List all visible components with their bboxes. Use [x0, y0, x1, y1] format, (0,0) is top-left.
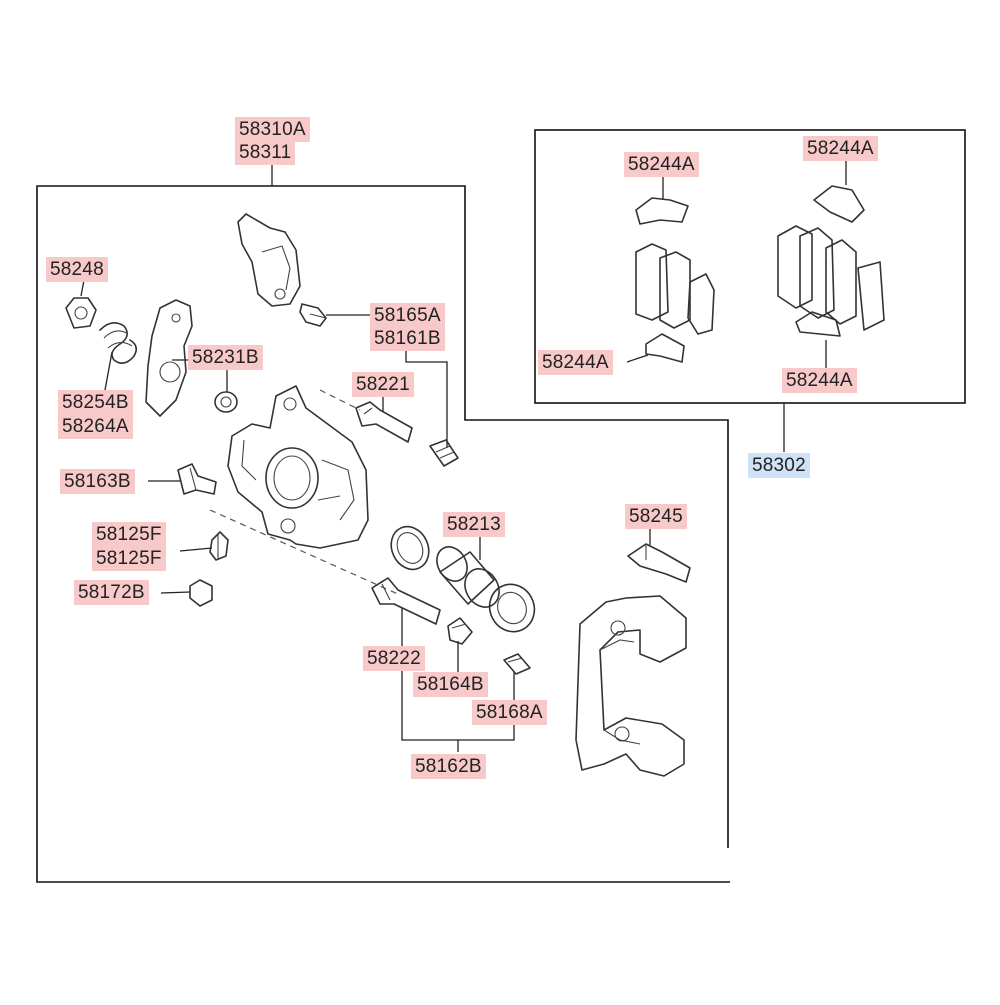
- lower-boot: [447, 617, 473, 645]
- lever-bolt: [299, 303, 327, 327]
- dust-boot: [488, 583, 536, 633]
- pad-kit-frame: [534, 129, 966, 404]
- pad-kit-left: [635, 197, 715, 363]
- lower-guide-pin: [371, 577, 441, 625]
- label-58222: 58222: [363, 646, 425, 671]
- label-58244A-top-right: 58244A: [803, 136, 878, 161]
- caliper-bolt: [177, 463, 217, 495]
- label-58244A-top-left: 58244A: [624, 152, 699, 177]
- piston: [436, 546, 500, 608]
- upper-guide-pin: [355, 401, 413, 443]
- label-58125F-b: 58125F: [92, 546, 166, 571]
- label-58164B: 58164B: [413, 672, 488, 697]
- leader-lines: [80, 160, 847, 752]
- lever-bracket: [237, 213, 301, 307]
- label-58302: 58302: [748, 453, 810, 478]
- label-58231B: 58231B: [188, 345, 263, 370]
- return-spring: [99, 322, 138, 364]
- label-58221: 58221: [352, 372, 414, 397]
- label-58162B: 58162B: [411, 754, 486, 779]
- label-58245: 58245: [625, 504, 687, 529]
- pad-spring: [627, 543, 691, 583]
- bleeder-cap: [189, 579, 213, 607]
- caliper-carrier: [575, 595, 687, 777]
- label-58163B: 58163B: [60, 469, 135, 494]
- label-58168A: 58168A: [472, 700, 547, 725]
- lever-plate: [145, 299, 193, 417]
- label-58161B: 58161B: [370, 326, 445, 351]
- label-58310A: 58310A: [235, 117, 310, 142]
- caliper-assembly-frame: [36, 185, 730, 883]
- label-58254B: 58254B: [58, 390, 133, 415]
- label-58172B: 58172B: [74, 580, 149, 605]
- label-58244A-bottom-left: 58244A: [538, 350, 613, 375]
- label-58125F-a: 58125F: [92, 522, 166, 547]
- label-58248: 58248: [46, 257, 108, 282]
- pad-kit-right: [777, 185, 885, 337]
- bushing: [503, 653, 531, 675]
- washer: [214, 391, 238, 413]
- upper-boot: [429, 439, 459, 467]
- piston-seal: [390, 525, 430, 571]
- nut: [65, 297, 97, 329]
- label-58311: 58311: [235, 140, 296, 165]
- label-58244A-bottom-right: 58244A: [782, 368, 857, 393]
- caliper-body: [227, 385, 369, 549]
- label-58264A: 58264A: [58, 414, 133, 439]
- label-58213: 58213: [443, 512, 505, 537]
- bleeder-screw: [209, 531, 229, 561]
- label-58165A: 58165A: [370, 303, 445, 328]
